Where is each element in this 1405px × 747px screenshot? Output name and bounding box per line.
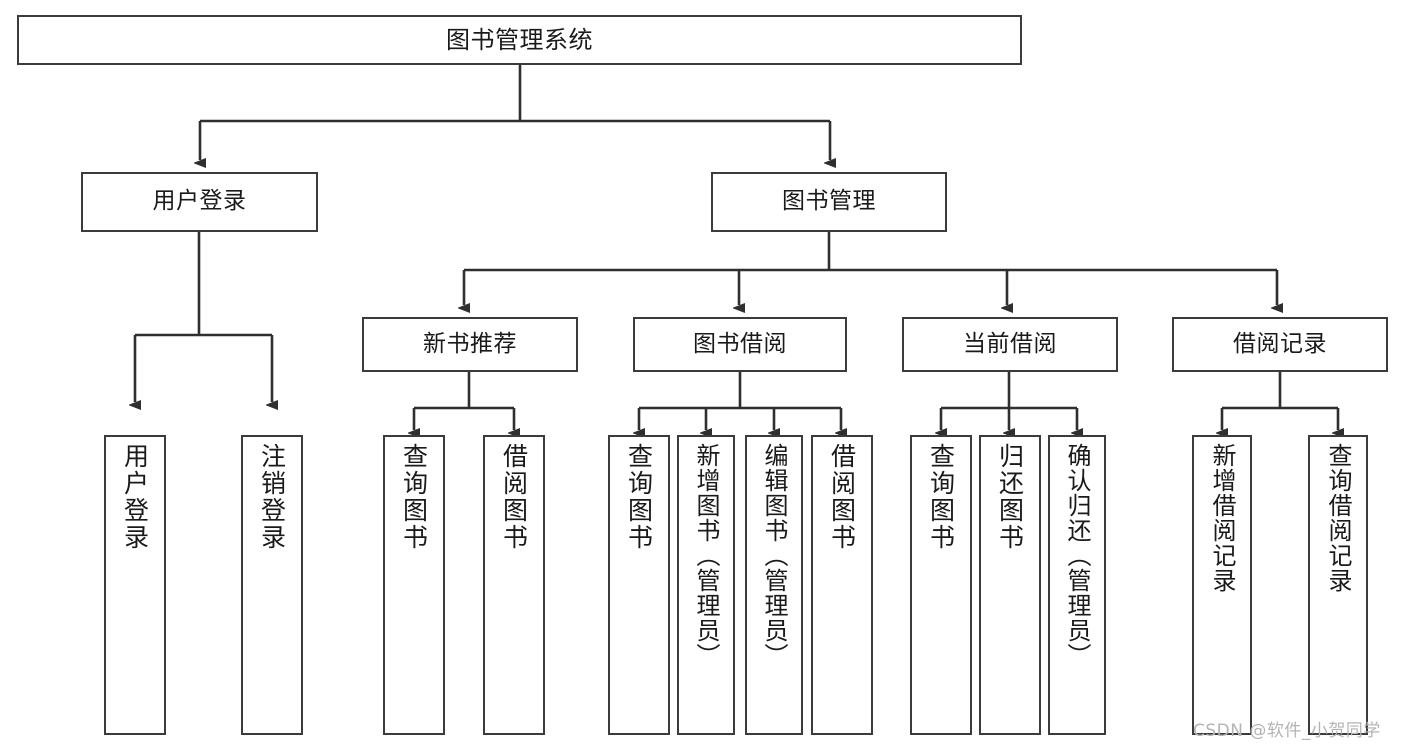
leaf-user-login[interactable]: 用户登录	[104, 435, 166, 735]
node-label: 注销登录	[257, 443, 287, 551]
leaf-current-query-book[interactable]: 查询图书	[910, 435, 972, 735]
node-label: 图书管理	[782, 188, 876, 215]
leaf-recommend-query-book[interactable]: 查询图书	[383, 435, 445, 735]
node-borrow-record[interactable]: 借阅记录	[1172, 317, 1388, 372]
node-user-login[interactable]: 用户登录	[81, 172, 318, 232]
leaf-current-return-book[interactable]: 归还图书	[979, 435, 1041, 735]
node-book-management[interactable]: 图书管理	[711, 172, 947, 232]
node-label: 查询借阅记录	[1324, 443, 1352, 593]
leaf-borrow-edit-book-admin[interactable]: 编辑图书（管理员）	[745, 435, 803, 735]
node-root-system[interactable]: 图书管理系统	[17, 15, 1022, 65]
node-label: 图书借阅	[693, 330, 787, 357]
node-book-borrow[interactable]: 图书借阅	[633, 317, 847, 372]
leaf-recommend-borrow-book[interactable]: 借阅图书	[483, 435, 545, 735]
leaf-borrow-add-book-admin[interactable]: 新增图书（管理员）	[677, 435, 735, 735]
node-label: 查询图书	[399, 443, 429, 551]
leaf-borrow-query-book[interactable]: 查询图书	[608, 435, 670, 735]
node-label: 新增借阅记录	[1208, 443, 1236, 593]
node-label: 用户登录	[152, 188, 247, 215]
node-label: 编辑图书（管理员）	[760, 443, 788, 668]
csdn-watermark: CSDN @软件_小贺同学	[1193, 721, 1381, 741]
node-label: 用户登录	[120, 443, 150, 551]
node-label: 查询图书	[624, 443, 654, 551]
leaf-current-confirm-return-admin[interactable]: 确认归还（管理员）	[1048, 435, 1106, 735]
node-label: 当前借阅	[963, 330, 1057, 357]
node-label: 查询图书	[926, 443, 956, 551]
leaf-record-query-borrow-record[interactable]: 查询借阅记录	[1308, 435, 1368, 735]
node-label: 借阅图书	[827, 443, 857, 551]
node-label: 归还图书	[995, 443, 1025, 551]
leaf-record-add-borrow-record[interactable]: 新增借阅记录	[1192, 435, 1252, 735]
node-label: 借阅记录	[1233, 330, 1327, 357]
node-new-book-recommend[interactable]: 新书推荐	[362, 317, 578, 372]
node-label: 新增图书（管理员）	[692, 443, 720, 668]
node-label: 借阅图书	[499, 443, 529, 551]
node-current-borrow[interactable]: 当前借阅	[902, 317, 1118, 372]
node-label: 图书管理系统	[446, 25, 593, 54]
leaf-borrow-borrow-book[interactable]: 借阅图书	[811, 435, 873, 735]
node-label: 新书推荐	[423, 330, 517, 357]
node-label: 确认归还（管理员）	[1063, 443, 1091, 668]
leaf-user-logout[interactable]: 注销登录	[241, 435, 303, 735]
